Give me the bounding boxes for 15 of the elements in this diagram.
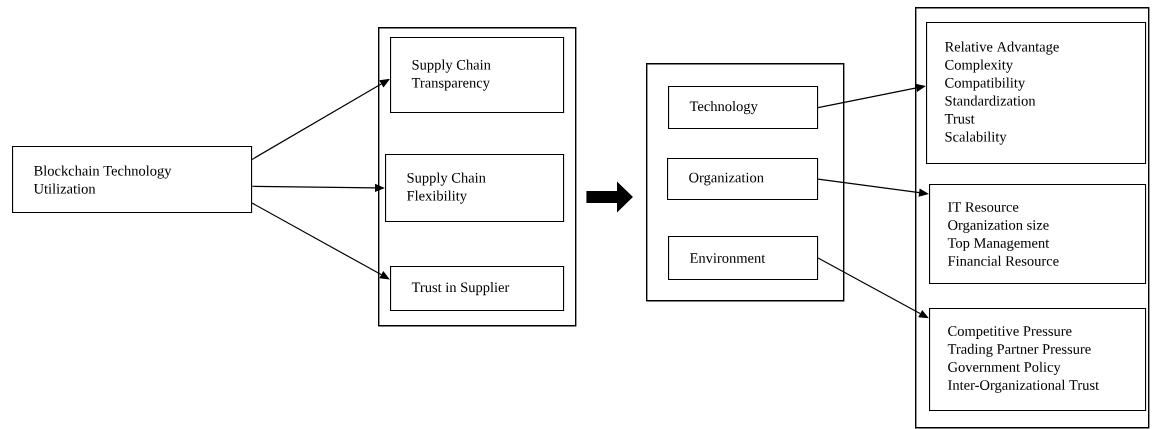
- factor-list-box: Competitive Pressure Trading Partner Pressure Government Policy Inter-Organizational Trust: [929, 308, 1147, 412]
- factor-list-box: IT Resource Organization size Top Management Financial Resource: [929, 184, 1147, 285]
- process-box: Trust in Supplier: [390, 266, 565, 312]
- process-box: Environment: [668, 236, 819, 281]
- process-box: Supply Chain Flexibility: [385, 154, 565, 223]
- process-box: Technology: [668, 86, 819, 130]
- factor-list-box: Relative Advantage Complexity Compatibility Standardization Trust Scalability: [926, 22, 1147, 165]
- process-box: Blockchain Technology Utilization: [12, 146, 253, 214]
- group-box: [646, 63, 845, 302]
- group-box: [915, 7, 1150, 429]
- process-box: Supply Chain Transparency: [390, 37, 565, 114]
- arrow: [251, 202, 390, 280]
- process-box: Organization: [667, 158, 819, 201]
- arrow: [817, 257, 929, 319]
- group-box: [378, 27, 577, 327]
